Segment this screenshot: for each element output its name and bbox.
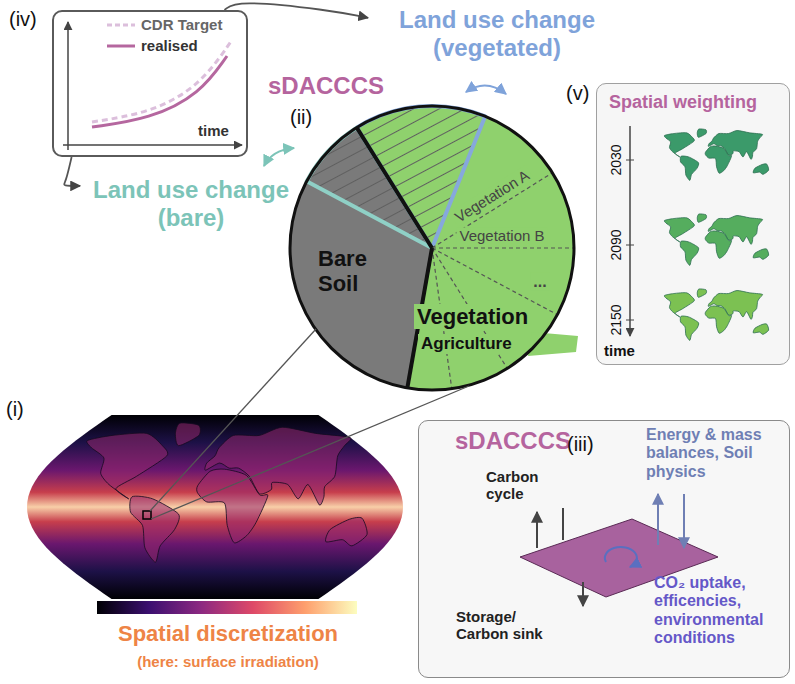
pie-outline <box>290 106 574 390</box>
continent <box>197 469 268 543</box>
axis-label: time <box>198 122 229 139</box>
hatched-wedge <box>307 128 432 248</box>
panel-number: (iii) <box>567 433 594 456</box>
continent <box>753 249 769 260</box>
legend-text: CDR Target <box>141 16 222 33</box>
panel-number: (iv) <box>9 8 37 31</box>
continent <box>175 423 200 446</box>
panel-number: (v) <box>566 82 589 105</box>
legend-text: realised <box>141 37 198 54</box>
exchange-arrow <box>264 148 294 166</box>
flux-arrow <box>536 512 538 548</box>
continent <box>87 433 168 499</box>
continent <box>705 146 731 173</box>
connector-arrow <box>64 157 80 186</box>
map-panel: (v)Spatial weighting <box>596 83 790 365</box>
divider <box>432 247 574 248</box>
year-label: 2150 <box>608 304 624 335</box>
process-label: Land use change (bare) <box>80 172 302 235</box>
legend-sample <box>106 41 136 51</box>
figure-title: sDACCCS <box>268 72 384 100</box>
continent <box>697 129 706 137</box>
year-label: 2090 <box>608 229 624 260</box>
tick <box>626 160 634 161</box>
continent <box>697 214 706 222</box>
process-title: Land use change (bare) <box>84 176 298 231</box>
process-note: Energy & mass balances, Soil physics <box>646 426 778 481</box>
continent <box>680 316 698 340</box>
segment-label: Vegetation <box>414 304 531 329</box>
panel-title: Spatial weighting <box>609 92 757 113</box>
continent <box>705 231 731 258</box>
continent <box>753 324 769 335</box>
panel-number: (ii) <box>290 106 312 129</box>
continent <box>697 289 706 297</box>
leader-line <box>150 329 316 511</box>
cycle-arrow <box>605 547 637 567</box>
leader-line <box>151 386 469 519</box>
segment-label: ... <box>530 273 549 291</box>
process-note: CO₂ uptake, efficencies, environmental c… <box>654 574 784 648</box>
exchange-arrow <box>466 85 506 94</box>
continent <box>664 133 694 157</box>
continent <box>680 241 698 265</box>
flux-arrow <box>582 582 584 606</box>
flux-label: Carbon cycle <box>486 468 556 503</box>
continent <box>680 156 698 180</box>
weighting-map <box>664 214 768 265</box>
legend-line <box>107 23 135 26</box>
land-pie <box>290 106 578 390</box>
colorbar <box>97 601 357 614</box>
continent <box>325 517 367 545</box>
continent <box>664 218 694 242</box>
panel-ground <box>596 83 790 365</box>
panel-number: (i) <box>6 398 24 421</box>
process-title: Land use change (vegetated) <box>372 6 622 61</box>
axis-label: time <box>604 342 635 359</box>
continent <box>705 306 731 333</box>
weighting-map <box>664 129 768 180</box>
divider <box>432 173 552 248</box>
weighting-map <box>664 289 768 340</box>
panel-title: sDACCCS <box>455 427 571 455</box>
segment-label: Bare Soil <box>318 246 380 297</box>
segment-label: Agriculture <box>418 334 515 354</box>
time-axis <box>629 126 631 336</box>
tick <box>626 245 634 246</box>
flux-arrow <box>657 494 659 545</box>
panel-ground <box>418 420 790 678</box>
legend-row: CDR Target <box>106 14 222 35</box>
segment-label: Vegetation B <box>456 227 547 244</box>
flux-line <box>562 508 564 540</box>
realised-curve <box>92 56 227 127</box>
legend-line <box>107 44 135 47</box>
irradiation-map <box>87 423 367 562</box>
map-subtitle: (here: surface irradiation) <box>137 653 319 670</box>
legend: CDR Target realised <box>106 14 222 56</box>
axis <box>67 22 69 150</box>
continent <box>753 164 769 175</box>
divider <box>357 128 432 248</box>
year-label: 2030 <box>608 144 624 175</box>
map-ground <box>27 415 403 599</box>
legend-row: realised <box>106 35 222 56</box>
continent <box>664 293 694 317</box>
flux-arrow <box>683 494 685 548</box>
map-title: Spatial discretization <box>118 621 338 646</box>
axis <box>63 144 242 146</box>
legend-sample <box>106 20 136 30</box>
process-label: Land use change (vegetated) <box>368 2 626 65</box>
flux-label: Storage/ Carbon sink <box>456 608 551 643</box>
tick <box>626 320 634 321</box>
cell-marker <box>143 511 151 519</box>
